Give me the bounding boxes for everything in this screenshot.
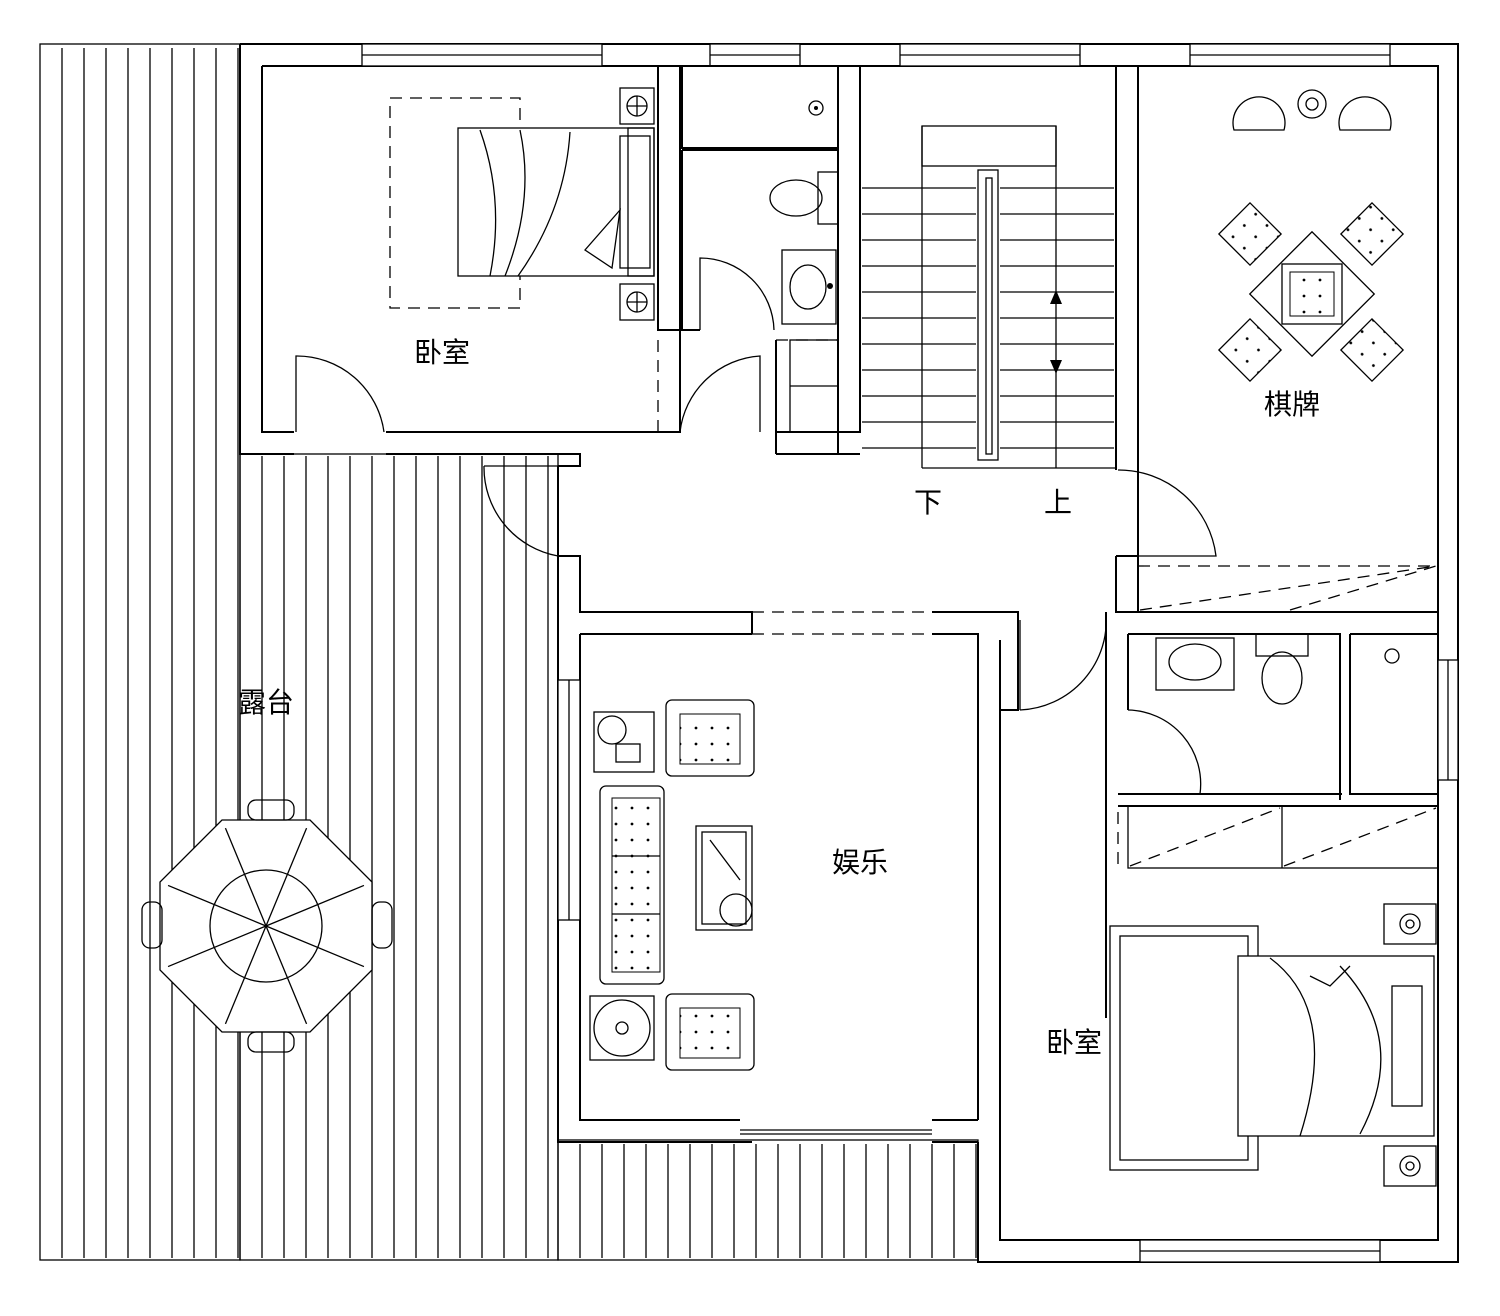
table-spoke	[224, 827, 267, 927]
room-label-bedroom-top: 卧室	[414, 336, 470, 369]
mahjong-chair	[1339, 201, 1405, 267]
room-label-bedroom-bottom: 卧室	[1046, 1026, 1102, 1059]
bathroom-fixtures-top	[769, 100, 839, 325]
bed-bottom	[1109, 903, 1437, 1187]
staircase	[862, 125, 1116, 469]
stair-label-down: 下	[914, 486, 942, 519]
room-label-mahjong: 棋牌	[1264, 388, 1320, 421]
table-spoke	[265, 827, 308, 927]
table-spoke	[167, 925, 267, 968]
bathroom-fixtures-bottom	[1155, 633, 1400, 705]
stair-arrow-down	[1050, 290, 1062, 304]
terrace-dining-set	[141, 799, 393, 1053]
entertainment-furniture	[589, 699, 755, 1071]
table-spoke	[265, 884, 365, 927]
room-label-entertainment: 娱乐	[832, 846, 888, 879]
mahjong-chair	[1217, 201, 1283, 267]
mahjong-chair	[1339, 317, 1405, 383]
table-spoke	[167, 884, 267, 927]
stair-label-up: 上	[1044, 486, 1072, 519]
table-spoke	[265, 925, 365, 968]
exterior-walls	[239, 43, 1459, 1263]
doors	[295, 257, 1341, 795]
mahjong-chair	[1217, 317, 1283, 383]
table-spoke	[224, 925, 267, 1025]
stair-arrow-up	[1050, 360, 1062, 374]
room-label-terrace: 露台	[238, 686, 294, 719]
table-spoke	[265, 925, 308, 1025]
mahjong-furniture	[1217, 89, 1405, 383]
bed-top	[389, 87, 655, 321]
